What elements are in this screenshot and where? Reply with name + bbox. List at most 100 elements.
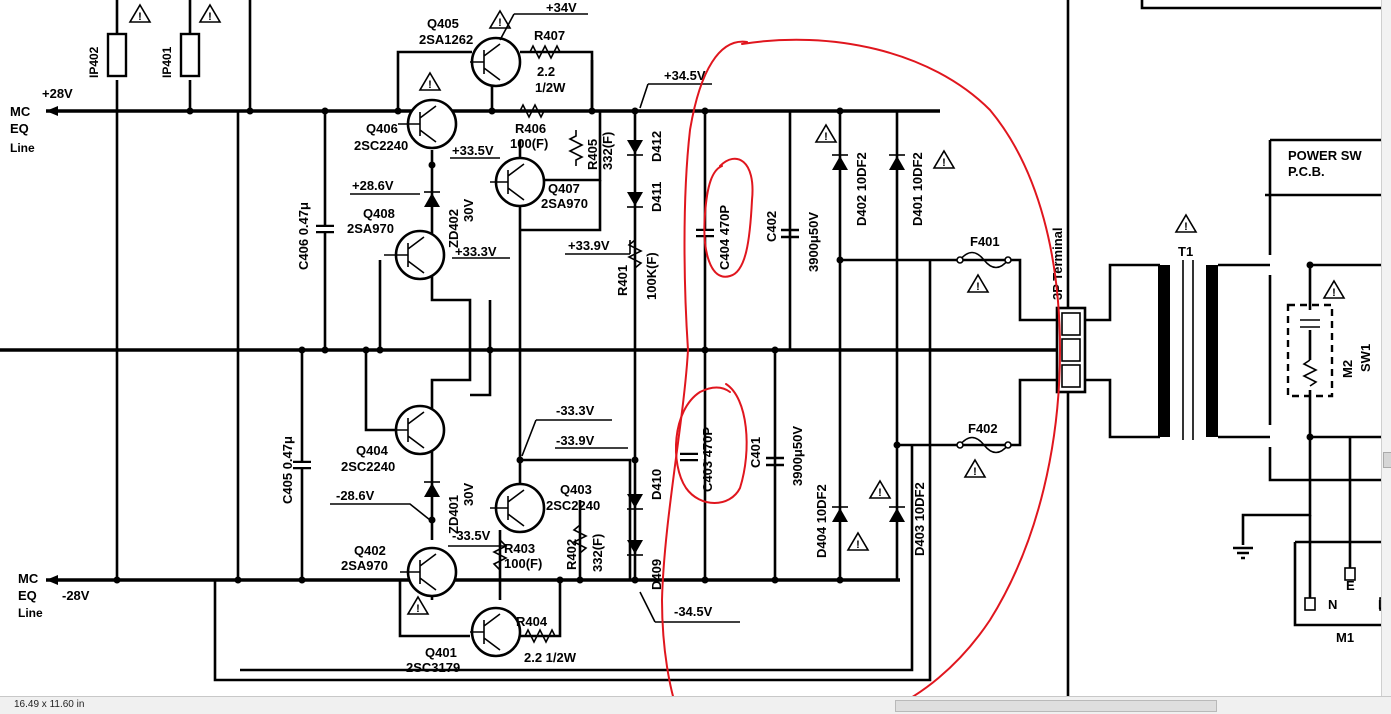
q402-label: Q402 — [354, 543, 386, 558]
red-large-loop — [660, 38, 1062, 713]
r407-power: 1/2W — [535, 80, 566, 95]
n-286: -28.6V — [336, 488, 375, 503]
q403-label: Q403 — [560, 482, 592, 497]
neg-voltage: -28V — [62, 588, 90, 603]
r405-label: R405 — [585, 139, 600, 170]
r404-value: 2.2 1/2W — [524, 650, 577, 665]
d402-label: D402 10DF2 — [854, 152, 869, 226]
zd402-label: ZD402 — [446, 209, 461, 248]
capacitor-c401 — [766, 456, 784, 467]
r404-label: R404 — [516, 614, 548, 629]
diode-d404 — [832, 506, 848, 522]
zd402-value: 30V — [461, 199, 476, 222]
diode-d412 — [627, 140, 643, 156]
transistor-internals — [384, 43, 525, 651]
voltage-leaders — [330, 13, 740, 623]
r401-label: R401 — [615, 265, 630, 296]
power-pcb-line1: POWER SW — [1288, 148, 1362, 163]
d410-label: D410 — [649, 469, 664, 500]
vertical-scroll-thumb[interactable] — [1383, 452, 1391, 468]
q404-part: 2SC2240 — [341, 459, 395, 474]
n-339: -33.9V — [556, 433, 595, 448]
power-switch-internals — [1300, 319, 1320, 387]
q405-part: 2SA1262 — [419, 32, 473, 47]
fuse-f401 — [956, 251, 1012, 269]
v-345: +34.5V — [664, 68, 706, 83]
q401-label: Q401 — [425, 645, 457, 660]
document-size: 16.49 x 11.60 in — [14, 699, 85, 710]
r402-value: 332(F) — [590, 534, 605, 572]
c404-label: C404 470P — [717, 205, 732, 270]
neg-line-3: Line — [18, 606, 43, 620]
horizontal-scrollbar[interactable] — [895, 700, 1217, 712]
pos-line-1: MC — [10, 104, 31, 119]
r407-label: R407 — [534, 28, 565, 43]
q404-label: Q404 — [356, 443, 389, 458]
diode-d411 — [627, 192, 643, 208]
f402-label: F402 — [968, 421, 998, 436]
terminal-3p — [1055, 306, 1087, 394]
d412-label: D412 — [649, 131, 664, 162]
resistor-r404 — [524, 628, 556, 644]
r403-value: 100(F) — [504, 556, 542, 571]
q403-part: 2SC2240 — [546, 498, 600, 513]
r405-value: 332(F) — [600, 132, 615, 170]
vertical-scrollbar[interactable] — [1381, 0, 1391, 696]
diode-d410 — [627, 494, 643, 510]
v-34: +34V — [546, 0, 577, 15]
q408-label: Q408 — [363, 206, 395, 221]
ip401-label: IP401 — [160, 46, 174, 78]
c401-value: 3900μ50V — [790, 426, 805, 486]
r406-label: R406 — [515, 121, 546, 136]
m1-label: M1 — [1336, 630, 1354, 645]
resistor-r403 — [492, 539, 508, 571]
r402-label: R402 — [564, 539, 579, 570]
fuse-ip402: IP402 — [87, 32, 128, 78]
capacitor-c405 — [293, 460, 311, 470]
resistor-r406 — [500, 103, 570, 119]
m2-label: M2 — [1340, 360, 1355, 378]
c406-label: C406 0.47μ — [296, 202, 311, 270]
m1-e: E — [1346, 578, 1355, 593]
neg-line-2: EQ — [18, 588, 37, 603]
zener-zd401 — [424, 481, 440, 497]
c402-label: C402 — [764, 211, 779, 242]
sw1-label: SW1 — [1358, 344, 1373, 372]
diode-d409 — [627, 540, 643, 556]
diodes — [424, 140, 905, 556]
d401-label: D401 10DF2 — [910, 152, 925, 226]
q405-label: Q405 — [427, 16, 459, 31]
q401-part: 2SC3179 — [406, 660, 460, 675]
diode-d403 — [889, 506, 905, 522]
resistor-r407 — [520, 44, 592, 60]
t1-label: T1 — [1178, 244, 1193, 259]
r401-value: 100K(F) — [644, 252, 659, 300]
red-circle-c403 — [675, 383, 748, 504]
q407-part: 2SA970 — [541, 196, 588, 211]
diode-d401 — [889, 154, 905, 170]
q406-label: Q406 — [366, 121, 398, 136]
zd401-label: ZD401 — [446, 495, 461, 534]
c403-label: C403 470P — [700, 427, 715, 492]
resistor-r405 — [568, 130, 584, 166]
ip402-label: IP402 — [87, 46, 101, 78]
capacitor-c403 — [680, 452, 698, 462]
v-286: +28.6V — [352, 178, 394, 193]
n-335: -33.5V — [452, 528, 491, 543]
q408-part: 2SA970 — [347, 221, 394, 236]
q407-label: Q407 — [548, 181, 580, 196]
capacitor-c402 — [781, 228, 799, 239]
c405-label: C405 0.47μ — [280, 436, 295, 504]
resistor-r402 — [572, 524, 588, 554]
zd401-value: 30V — [461, 483, 476, 506]
n-345: -34.5V — [674, 604, 713, 619]
d404-label: D404 10DF2 — [814, 484, 829, 558]
d411-label: D411 — [649, 182, 664, 212]
m1-n: N — [1328, 597, 1337, 612]
power-pcb-line2: P.C.B. — [1288, 164, 1325, 179]
pos-line-3: Line — [10, 141, 35, 155]
c401-label: C401 — [748, 437, 763, 468]
red-annotations — [660, 38, 1062, 713]
v-333: +33.3V — [455, 244, 497, 259]
r403-label: R403 — [504, 541, 535, 556]
